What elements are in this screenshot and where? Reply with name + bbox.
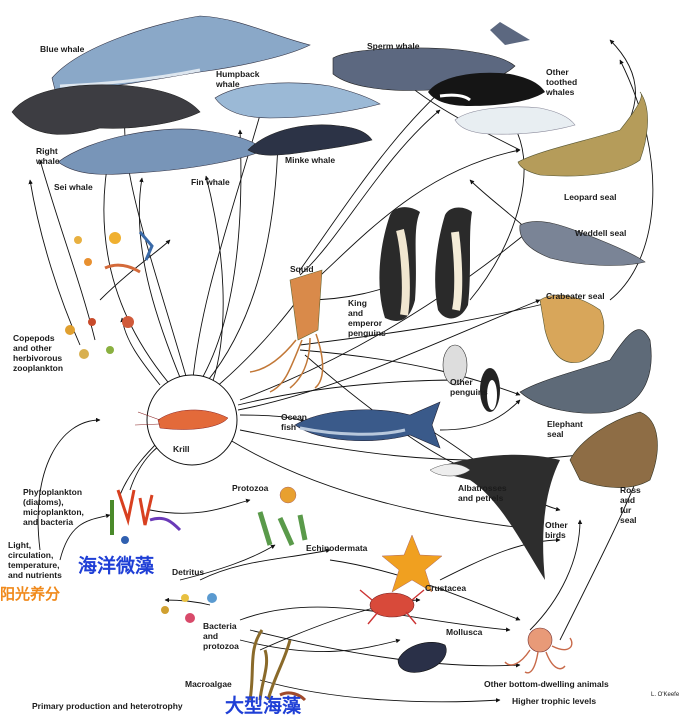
artist-signature: L. O'Keefe	[651, 692, 680, 698]
zooplankton-cluster	[65, 231, 154, 359]
label-mollusca: Mollusca	[446, 627, 483, 637]
label-bacteria-protozoa: Bacteria and protozoa	[203, 621, 239, 651]
phytoplankton-cluster	[110, 489, 182, 544]
annotation-macroalgae: 大型海藻	[225, 695, 302, 717]
protozoa-cluster	[257, 486, 308, 547]
sei-whale-drawing	[57, 128, 266, 175]
label-primary-production: Primary production and heterotrophy	[32, 701, 183, 711]
label-ocean-fish: Ocean fish	[281, 412, 307, 432]
squid-drawing	[249, 269, 324, 393]
label-higher-trophic: Higher trophic levels	[512, 696, 597, 706]
weddell-seal-drawing	[519, 221, 646, 266]
fur-seal-drawing	[569, 411, 658, 488]
label-sperm-whale: Sperm whale	[367, 41, 420, 51]
beluga-drawing	[454, 106, 576, 135]
label-blue-whale: Blue whale	[40, 44, 85, 54]
label-krill: Krill	[173, 444, 190, 454]
macroalgae-drawing	[248, 629, 307, 702]
octopus-drawing	[504, 627, 573, 674]
label-fin-whale: Fin whale	[191, 177, 230, 187]
blue-whale-drawing	[51, 15, 311, 91]
label-protozoa: Protozoa	[232, 483, 269, 493]
label-squid: Squid	[290, 264, 314, 274]
orca-drawing	[428, 72, 545, 106]
label-leopard-seal: Leopard seal	[564, 192, 617, 202]
annotation-marine-microalgae: 海洋微藻	[78, 555, 155, 577]
label-ross-fur-seal: Ross and fur seal	[620, 485, 641, 525]
elephant-seal-drawing	[519, 329, 652, 414]
leopard-seal-drawing	[517, 91, 648, 177]
label-echinodermata: Echinodermata	[306, 543, 368, 553]
label-crabeater-seal: Crabeater seal	[546, 291, 605, 301]
label-right-whale: Right whale	[36, 146, 60, 166]
label-other-toothed-whales: Other toothed whales	[546, 67, 578, 97]
label-elephant-seal: Elephant seal	[547, 419, 583, 439]
small-penguins-drawing	[442, 344, 500, 412]
humpback-whale-drawing	[214, 82, 381, 119]
starfish-drawing	[381, 534, 443, 593]
crabeater-seal-drawing	[539, 294, 605, 363]
label-king-emperor-penguins: King and emperor penguins	[348, 298, 386, 338]
ocean-fish-drawing	[294, 401, 441, 449]
crab-drawing	[359, 589, 425, 625]
label-light-nutrients: Light, circulation, temperature, and nut…	[8, 540, 62, 580]
label-albatrosses: Albatrosses and petrels	[458, 483, 507, 503]
albatross-drawing	[429, 454, 560, 580]
label-detritus: Detritus	[172, 567, 205, 577]
label-weddell-seal: Weddell seal	[575, 228, 627, 238]
bacteria-cluster	[161, 593, 217, 623]
right-whale-drawing	[11, 84, 201, 135]
minke-whale-drawing	[247, 124, 373, 156]
label-other-penguins: Other penguins	[450, 377, 488, 397]
label-crustacea: Crustacea	[425, 583, 467, 593]
label-phytoplankton: Phytoplankton (diatoms), microplankton, …	[23, 487, 84, 527]
label-sei-whale: Sei whale	[54, 182, 93, 192]
label-other-bottom: Other bottom-dwelling animals	[484, 679, 609, 689]
king-penguin-drawing	[379, 207, 420, 321]
mussel-drawing	[397, 641, 447, 673]
label-copepods: Copepods and other herbivorous zooplankt…	[13, 333, 64, 373]
label-humpback-whale: Humpback whale	[216, 69, 260, 89]
label-minke-whale: Minke whale	[285, 155, 336, 165]
feeding-arrows	[28, 39, 654, 703]
emperor-penguin-drawing	[435, 207, 472, 319]
krill-circle	[134, 374, 238, 466]
label-other-birds: Other birds	[545, 520, 568, 540]
annotation-sunlight-nutrients: 阳光养分	[0, 585, 61, 603]
label-macroalgae: Macroalgae	[185, 679, 232, 689]
